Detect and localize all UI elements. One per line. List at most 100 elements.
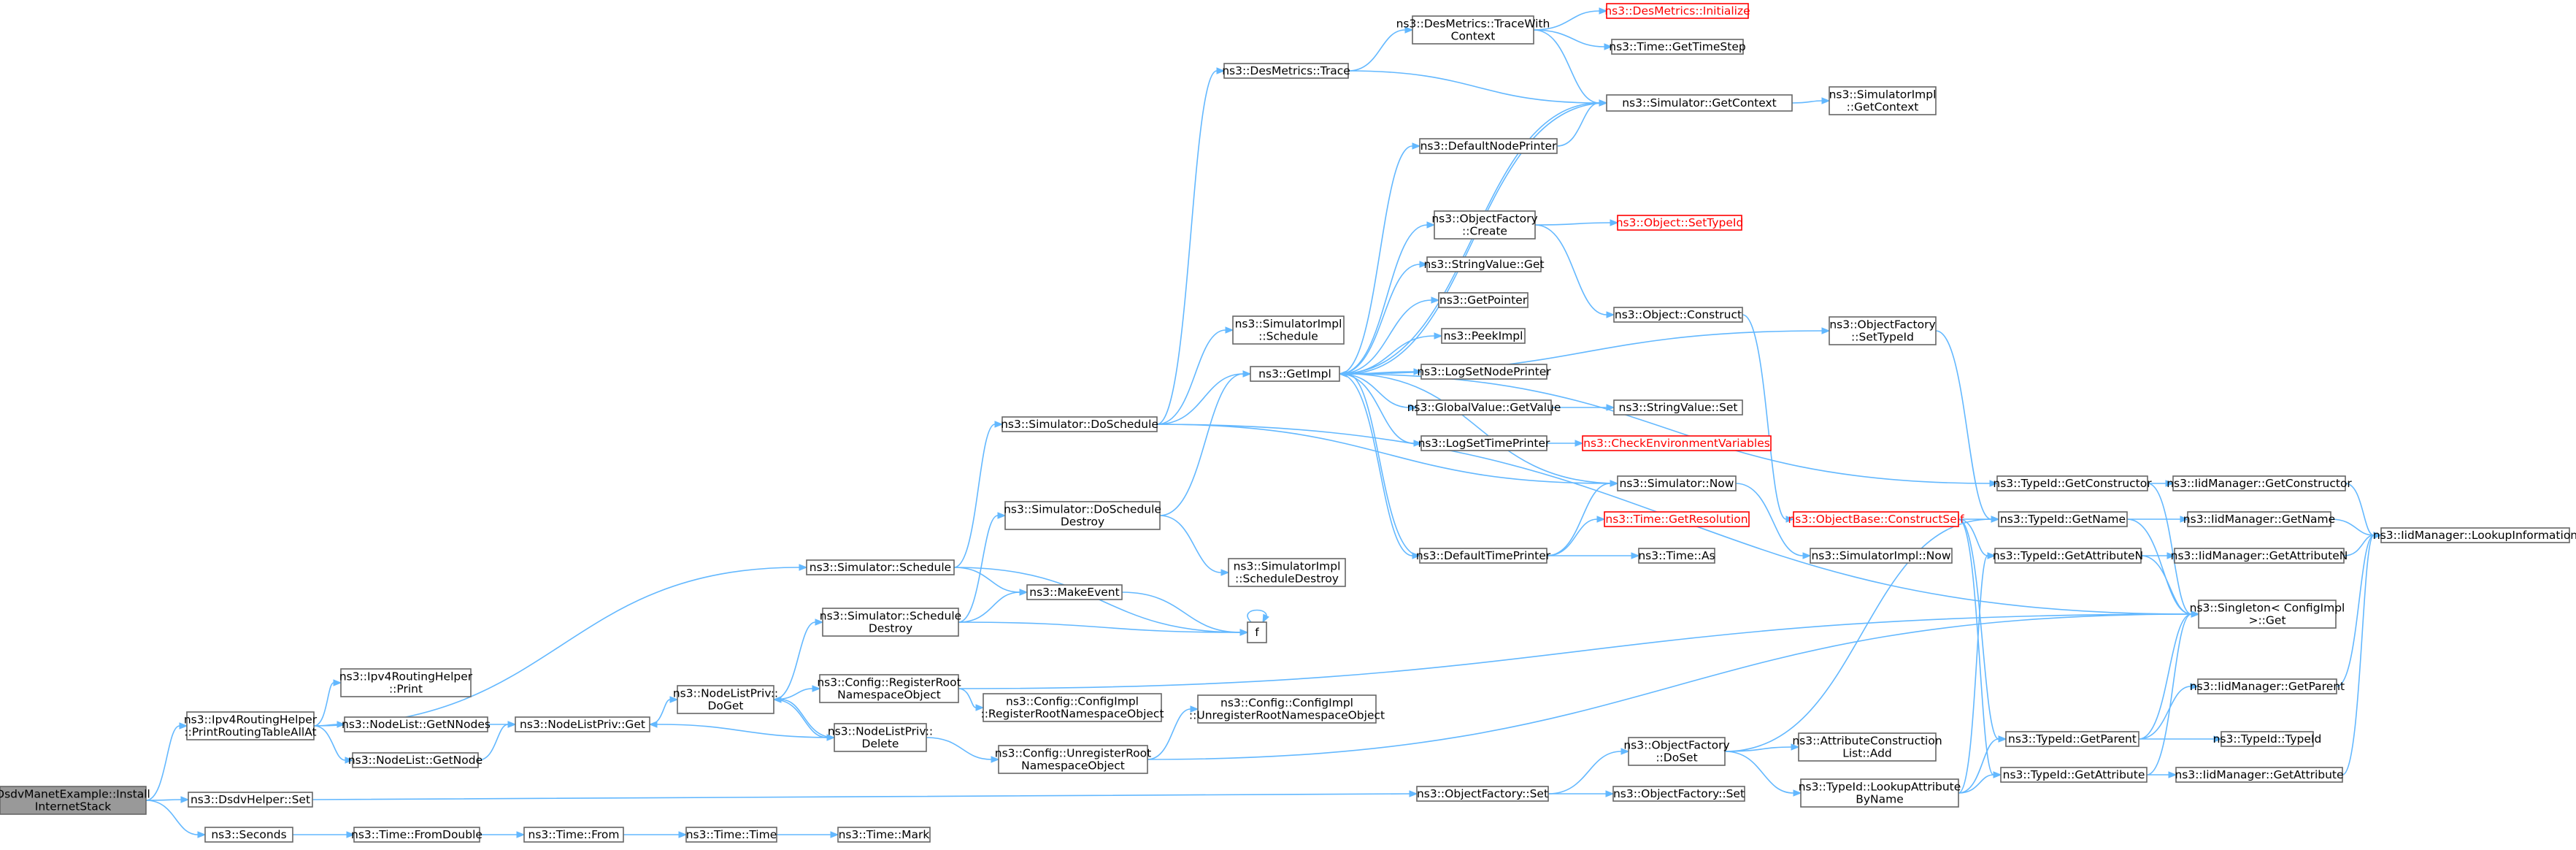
node-seconds[interactable]: ns3::Seconds xyxy=(204,827,293,843)
node-nlpdoget[interactable]: ns3::NodeListPriv::DoGet xyxy=(673,685,778,714)
node-defnodeprinter[interactable]: ns3::DefaultNodePrinter xyxy=(1419,138,1558,154)
node-label-attrconstrlistadd-line-1: List::Add xyxy=(1842,747,1892,760)
node-getnode[interactable]: ns3::NodeList::GetNode xyxy=(348,752,482,768)
node-iidmgetparent[interactable]: ns3::IidManager::GetParent xyxy=(2190,678,2345,694)
edge-iidmgetname-to-iidmlookupinfo xyxy=(2330,518,2375,536)
node-logsettimeprinter[interactable]: ns3::LogSetTimePrinter xyxy=(1418,435,1550,451)
node-peekimpl[interactable]: ns3::PeekImpl xyxy=(1441,328,1526,344)
node-cfgimplunreg[interactable]: ns3::Config::ConfigImpl::UnregisterRootN… xyxy=(1189,694,1385,724)
node-label-peekimpl-line-0: ns3::PeekImpl xyxy=(1444,329,1523,342)
node-getimpl[interactable]: ns3::GetImpl xyxy=(1250,366,1340,382)
arrowhead-objfactset-to-objfactset2 xyxy=(1605,790,1615,797)
node-globalvalget[interactable]: ns3::GlobalValue::GetValue xyxy=(1407,399,1561,416)
node-label-iidmgetname-line-0: ns3::IidManager::GetName xyxy=(2183,513,2335,526)
node-objfactsettypeid[interactable]: ns3::ObjectFactory::SetTypeId xyxy=(1829,316,1937,345)
node-label-cfgimplunreg-line-1: ::UnregisterRootNamespaceObject xyxy=(1189,709,1385,722)
node-f[interactable]: f xyxy=(1247,621,1267,643)
node-typeidgetctor[interactable]: ns3::TypeId::GetConstructor xyxy=(1993,475,2152,491)
node-label-iidmgetattr-line-0: ns3::IidManager::GetAttribute xyxy=(2175,768,2343,781)
node-label-nlpdelete-line-0: ns3::NodeListPriv:: xyxy=(828,725,933,738)
node-simgetctx[interactable]: ns3::Simulator::GetContext xyxy=(1606,94,1793,112)
node-objbaseconstructself[interactable]: ns3::ObjectBase::ConstructSelf xyxy=(1788,511,1964,527)
node-box-objfactdoset xyxy=(1628,737,1726,766)
node-simnow[interactable]: ns3::Simulator::Now xyxy=(1617,475,1737,491)
node-typeidtypeid[interactable]: ns3::TypeId::TypeId xyxy=(2213,731,2322,747)
node-nlpdelete[interactable]: ns3::NodeListPriv::Delete xyxy=(828,723,933,752)
nodes-layer: DsdvManetExample::InstallInternetStackns… xyxy=(0,3,2576,843)
node-objfactcreate[interactable]: ns3::ObjectFactory::Create xyxy=(1431,210,1538,240)
node-iidmgetattrn[interactable]: ns3::IidManager::GetAttributeN xyxy=(2171,548,2348,564)
node-iidmlookupinfo[interactable]: ns3::IidManager::LookupInformation xyxy=(2373,527,2576,543)
node-objfactdoset[interactable]: ns3::ObjectFactory::DoSet xyxy=(1623,737,1730,766)
node-objfactset2[interactable]: ns3::ObjectFactory::Set xyxy=(1612,786,1745,802)
node-typeidgetattr[interactable]: ns3::TypeId::GetAttribute xyxy=(2000,767,2148,783)
node-desmtrace[interactable]: ns3::DesMetrics::Trace xyxy=(1222,63,1350,79)
node-typeidgetparent[interactable]: ns3::TypeId::GetParent xyxy=(2005,731,2139,747)
node-nlpget[interactable]: ns3::NodeListPriv::Get xyxy=(515,716,650,732)
arrowhead-simdoschdestroy-to-getimpl xyxy=(1242,370,1252,378)
node-box-getpointer xyxy=(1438,292,1529,308)
node-simsched[interactable]: ns3::Simulator::Schedule xyxy=(806,559,955,575)
node-strvalset[interactable]: ns3::StringValue::Set xyxy=(1613,399,1743,416)
node-box-iidmgetparent xyxy=(2197,678,2337,694)
node-typeidgetname[interactable]: ns3::TypeId::GetName xyxy=(1998,511,2128,527)
node-timefromdouble[interactable]: ns3::Time::FromDouble xyxy=(351,827,482,843)
node-logsetnodeprinter[interactable]: ns3::LogSetNodePrinter xyxy=(1417,364,1551,380)
node-timetime[interactable]: ns3::Time::Time xyxy=(685,827,777,843)
node-singleton[interactable]: ns3::Singleton< ConfigImpl >::Get xyxy=(2190,600,2345,629)
node-label-timeas-line-0: ns3::Time::As xyxy=(1638,549,1715,562)
edge-objfactdoset-to-typeidgetname xyxy=(1724,518,1992,752)
node-label-cfgimplreg-line-1: ::RegisterRootNamespaceObject xyxy=(980,708,1164,721)
node-label-getimpl-line-0: ns3::GetImpl xyxy=(1258,367,1331,380)
arrowhead-simnow-to-getimpl xyxy=(1338,370,1347,378)
node-iidmgetattr[interactable]: ns3::IidManager::GetAttribute xyxy=(2175,767,2344,783)
node-typeidgetattrn[interactable]: ns3::TypeId::GetAttributeN xyxy=(1993,548,2143,564)
node-timegetres[interactable]: ns3::Time::GetResolution xyxy=(1604,511,1750,527)
node-iidmgetname[interactable]: ns3::IidManager::GetName xyxy=(2183,511,2335,527)
node-deftimeprinter[interactable]: ns3::DefaultTimePrinter xyxy=(1416,548,1551,564)
node-simimplschdestroy[interactable]: ns3::SimulatorImpl::ScheduleDestroy xyxy=(1228,558,1346,587)
node-simschdestroy[interactable]: ns3::Simulator::ScheduleDestroy xyxy=(820,608,961,637)
edge-getnode-to-nlpget xyxy=(477,724,509,761)
node-cfgreg[interactable]: ns3::Config::RegisterRootNamespaceObject xyxy=(817,674,961,703)
node-simdosched[interactable]: ns3::Simulator::DoSchedule xyxy=(1001,416,1158,432)
node-strvalget[interactable]: ns3::StringValue::Get xyxy=(1423,256,1545,272)
node-objfactset[interactable]: ns3::ObjectFactory::Set xyxy=(1416,786,1549,802)
node-timeas[interactable]: ns3::Time::As xyxy=(1638,548,1715,564)
edge-simdosched-to-getimpl xyxy=(1156,373,1244,425)
node-desminit[interactable]: ns3::DesMetrics::Initialize xyxy=(1604,3,1750,19)
node-simimplsched[interactable]: ns3::SimulatorImpl::Schedule xyxy=(1232,315,1345,345)
node-timemark[interactable]: ns3::Time::Mark xyxy=(837,827,931,843)
node-box-typeidgetname xyxy=(1998,511,2128,527)
node-ipv4print[interactable]: ns3::Ipv4RoutingHelper::Print xyxy=(339,668,473,697)
edge-nlpdoget-to-nlpdelete xyxy=(773,699,828,738)
node-ipv4rh[interactable]: ns3::Ipv4RoutingHelper::PrintRoutingTabl… xyxy=(184,711,318,740)
node-checkenv[interactable]: ns3::CheckEnvironmentVariables xyxy=(1582,435,1772,451)
arrowhead-ipv4rh-to-getnode xyxy=(345,757,354,764)
node-makeevent[interactable]: ns3::MakeEvent xyxy=(1026,584,1123,600)
node-cfgunreg[interactable]: ns3::Config::UnregisterRootNamespaceObje… xyxy=(995,745,1151,774)
node-getnnodes[interactable]: ns3::NodeList::GetNNodes xyxy=(342,716,491,732)
node-timefrom[interactable]: ns3::Time::From xyxy=(523,827,624,843)
node-box-nlpdelete xyxy=(834,723,927,752)
edge-nlpdelete-to-nlpdoget xyxy=(780,699,835,738)
node-iidmgetctor[interactable]: ns3::IidManager::GetConstructor xyxy=(2166,475,2352,491)
node-simimplnow[interactable]: ns3::SimulatorImpl::Now xyxy=(1810,548,1953,564)
node-dsdvset[interactable]: ns3::DsdvHelper::Set xyxy=(188,792,313,808)
edge-getimpl-to-deftimeprinter xyxy=(1339,373,1413,556)
arrowhead-desmtrace-to-desmtracewctx xyxy=(1404,26,1414,34)
node-objsettypeid[interactable]: ns3::Object::SetTypeId xyxy=(1616,215,1744,231)
node-objconstruct[interactable]: ns3::Object::Construct xyxy=(1613,307,1743,323)
node-timegettimestep[interactable]: ns3::Time::GetTimeStep xyxy=(1609,39,1746,55)
node-getpointer[interactable]: ns3::GetPointer xyxy=(1438,292,1529,308)
edge-nlpdelete-to-nlpget xyxy=(656,724,835,738)
node-simimplgetctx[interactable]: ns3::SimulatorImpl::GetContext xyxy=(1829,86,1937,115)
node-cfgimplreg[interactable]: ns3::Config::ConfigImpl::RegisterRootNam… xyxy=(980,693,1164,722)
edge-simdosched-to-simimplsched xyxy=(1156,329,1226,425)
node-label-simimplgetctx-line-0: ns3::SimulatorImpl xyxy=(1829,88,1937,102)
